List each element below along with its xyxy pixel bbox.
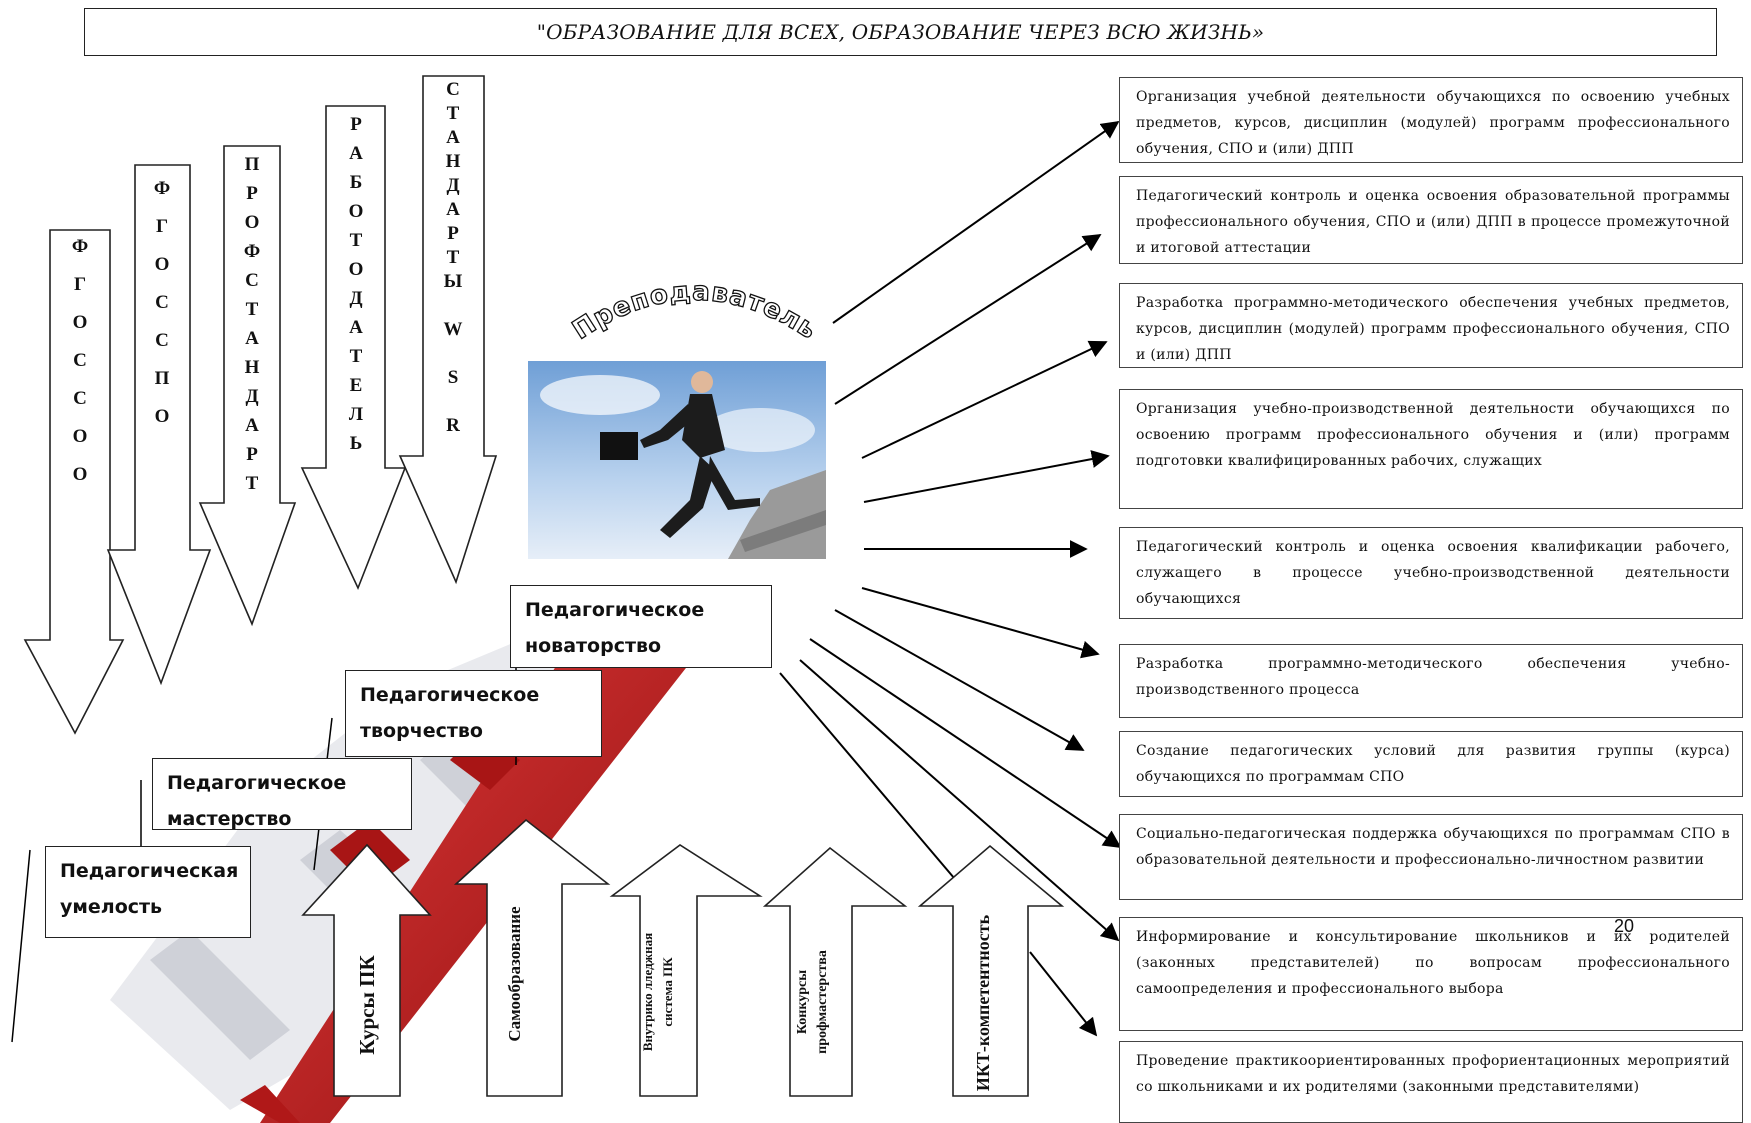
up-arrow-kursy-pk <box>301 843 432 1097</box>
up-arrows <box>301 818 1065 1097</box>
down-arrow-rabotodatel <box>300 105 407 591</box>
down-arrow-profstandart <box>198 145 297 627</box>
down-arrow-fgos-soo <box>23 229 125 735</box>
stage-masterstvo: Педагогическое мастерство <box>152 758 412 830</box>
down-arrow-label-fgos-soo: Ф Г О С С О О <box>71 236 89 485</box>
task-5: Педагогический контроль и оценка освоени… <box>1119 527 1743 619</box>
down-arrow-label-fgos-spo: Ф Г О С С П О <box>153 178 171 427</box>
svg-text:Преподаватель: Преподаватель <box>567 277 822 346</box>
task-7: Создание педагогических условий для разв… <box>1119 731 1743 797</box>
up-arrow-label-konkursy: Конкурсы профмастерства <box>795 950 830 1054</box>
task-4: Организация учебно-производственной деят… <box>1119 389 1743 509</box>
up-arrow-label-samoobrazovanie: Самообразование <box>505 906 524 1042</box>
up-arrow-vnutri <box>609 844 763 1097</box>
task-2: Педагогический контроль и оценка освоени… <box>1119 176 1743 264</box>
down-arrow-label-standarty-wsr: С Т А Н Д А Р Т Ы W S R <box>443 79 463 436</box>
task-9: Информирование и консультирование школьн… <box>1119 917 1743 1031</box>
teacher-title-graphic: Преподаватель <box>567 276 823 346</box>
up-arrow-label-ikt: ИКТ-компетентность <box>973 914 993 1092</box>
up-arrow-ikt <box>917 844 1065 1097</box>
task-connectors <box>779 120 1122 1037</box>
task-6: Разработка программно-методического обес… <box>1119 644 1743 718</box>
teacher-title: Преподаватель <box>567 276 823 346</box>
motto-banner: "ОБРАЗОВАНИЕ ДЛЯ ВСЕХ, ОБРАЗОВАНИЕ ЧЕРЕЗ… <box>84 8 1717 56</box>
stage-tvorchestvo: Педагогическое творчество <box>345 670 602 757</box>
motto-text: "ОБРАЗОВАНИЕ ДЛЯ ВСЕХ, ОБРАЗОВАНИЕ ЧЕРЕЗ… <box>536 20 1265 44</box>
down-arrow-label-profstandart: П Р О Ф С Т А Н Д А Р Т <box>243 154 261 494</box>
page-number: 20 <box>1614 916 1635 936</box>
up-arrow-samoobrazovanie <box>453 818 611 1097</box>
up-arrow-konkursy <box>762 846 908 1097</box>
teacher-photo <box>528 361 826 559</box>
task-8: Социально-педагогическая поддержка обуча… <box>1119 814 1743 900</box>
task-1: Организация учебной деятельности обучающ… <box>1119 77 1743 163</box>
down-arrow-fgos-spo <box>106 164 212 686</box>
down-arrow-standarty-wsr <box>398 75 498 585</box>
up-arrow-label-vnutri: Внутрико лледжная система ПК <box>640 932 675 1052</box>
down-arrows <box>23 75 498 735</box>
down-arrow-label-rabotodatel: Р А Б О Т О Д А Т Е Л Ь <box>348 114 364 454</box>
stage-umelost: Педагогическая умелость <box>45 846 251 938</box>
stage-novatorstvo: Педагогическое новаторство <box>510 585 772 668</box>
up-arrow-label-kursy-pk: Курсы ПК <box>355 955 379 1055</box>
task-3: Разработка программно-методического обес… <box>1119 283 1743 368</box>
task-10: Проведение практикоориентированных профо… <box>1119 1041 1743 1123</box>
